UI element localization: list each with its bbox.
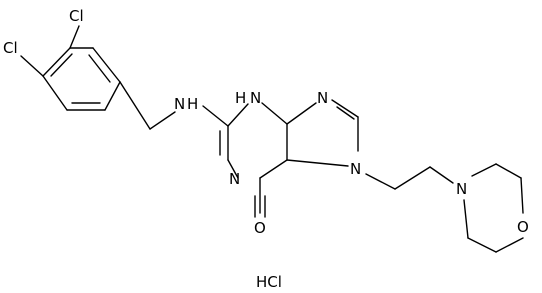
- ring-nh-nitrogen-atom: N: [250, 89, 261, 107]
- hydrochloride-salt-label: HCl: [256, 273, 282, 291]
- amine-nitrogen-atom: N: [174, 95, 185, 113]
- imidazole-nitrogen-atom-top: N: [317, 89, 328, 107]
- imidazole-nitrogen-atom-chain: N: [350, 160, 361, 178]
- morpholine-oxygen-atom: O: [517, 218, 529, 236]
- bond-lines: [20, 25, 524, 253]
- carbonyl-oxygen-atom: O: [254, 219, 266, 237]
- pyrimidine-nitrogen-atom: N: [229, 170, 240, 188]
- chlorine-atom-top: Cl: [69, 7, 84, 25]
- chlorine-atom-left: Cl: [3, 39, 18, 57]
- amine-hydrogen-atom: H: [187, 95, 198, 113]
- ring-hydrogen-atom: H: [235, 89, 246, 107]
- morpholine-nitrogen-atom: N: [456, 180, 467, 198]
